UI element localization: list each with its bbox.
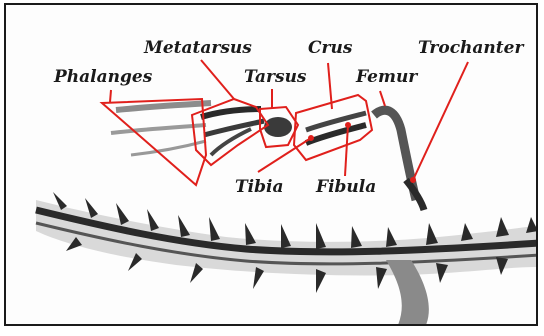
figure-frame: Metatarsus Crus Trochanter Phalanges Tar… (4, 3, 538, 326)
label-trochanter: Trochanter (418, 40, 523, 57)
label-metatarsus: Metatarsus (144, 40, 252, 57)
label-fibula: Fibula (316, 179, 376, 196)
femur-leader (380, 91, 385, 106)
trochanter-leader (413, 62, 468, 180)
tail-axis (36, 192, 538, 325)
metatarsus-leader (201, 60, 234, 99)
label-tibia: Tibia (235, 179, 283, 196)
label-crus: Crus (308, 40, 352, 57)
label-tarsus: Tarsus (244, 69, 307, 86)
phalanges-leader (110, 90, 111, 102)
label-phalanges: Phalanges (54, 69, 152, 86)
label-femur: Femur (356, 69, 417, 86)
